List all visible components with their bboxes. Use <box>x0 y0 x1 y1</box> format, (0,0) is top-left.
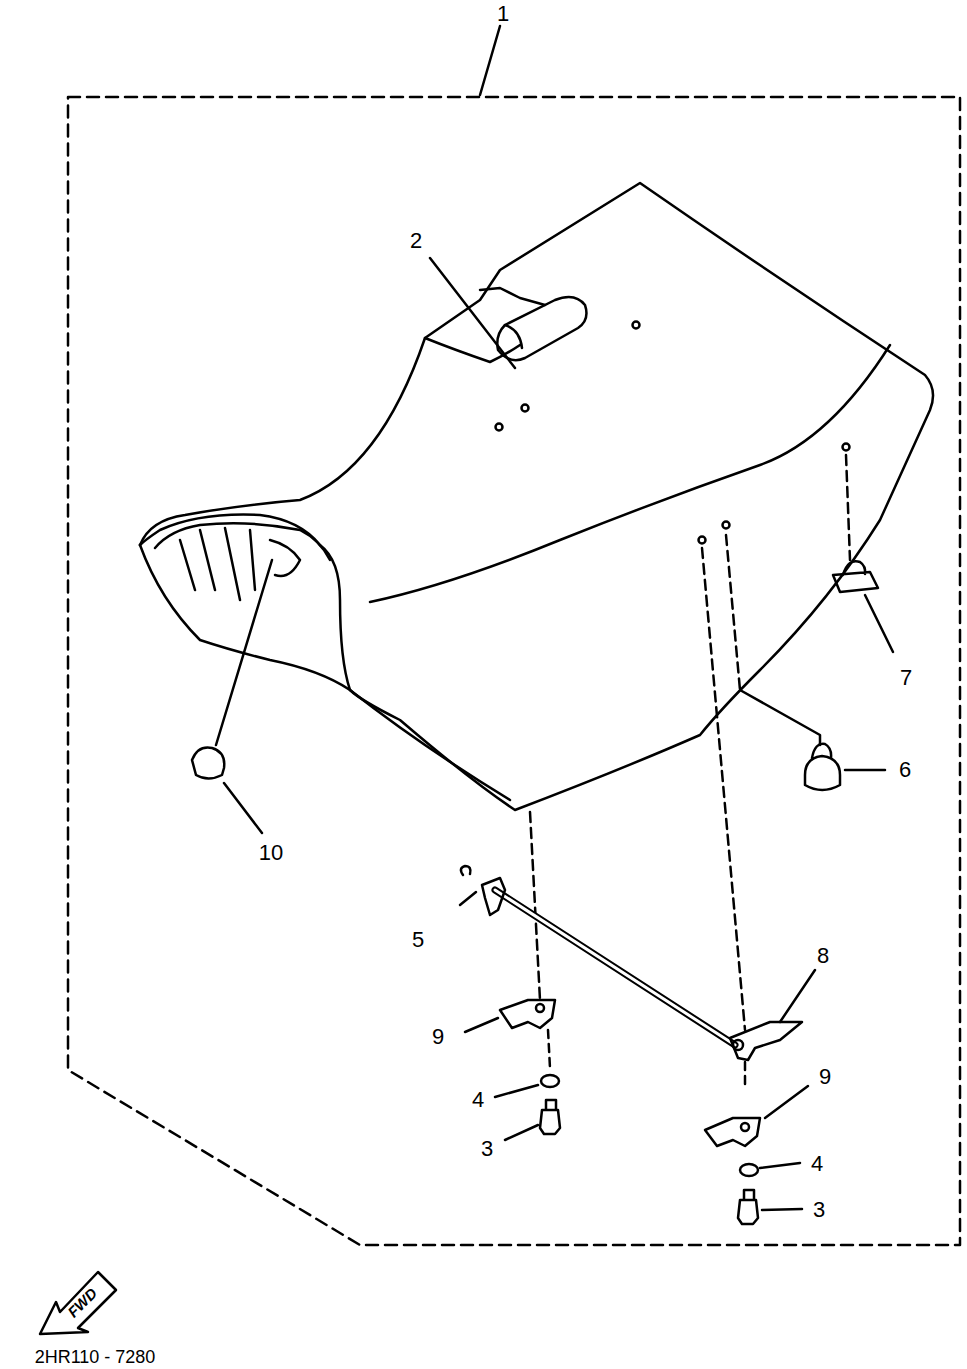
callout-number: 4 <box>472 1089 484 1111</box>
leader-line <box>762 1209 802 1210</box>
callout-number: 1 <box>497 3 509 25</box>
assembly-frame <box>68 97 960 1245</box>
clip-nut <box>833 561 878 592</box>
leader-line <box>216 560 272 745</box>
callout-number: 2 <box>410 230 422 252</box>
leader-line <box>702 548 745 1030</box>
leader-line <box>505 1125 538 1140</box>
leader-line <box>865 595 893 652</box>
leader-line <box>465 1018 498 1032</box>
leader-line <box>846 455 850 560</box>
leader-line <box>530 812 540 1000</box>
bolt <box>540 1100 560 1134</box>
callout-number: 3 <box>481 1138 493 1160</box>
seat <box>140 183 933 810</box>
callout-number: 9 <box>432 1026 444 1048</box>
callout-number: 9 <box>819 1066 831 1088</box>
bolt <box>738 1190 758 1224</box>
leader-line <box>740 690 820 745</box>
bracket <box>500 1000 555 1028</box>
callout-number: 8 <box>817 945 829 967</box>
leader-line <box>765 1086 808 1118</box>
washer <box>541 1075 559 1087</box>
callout-number: 7 <box>900 667 912 689</box>
forward-arrow: FWD <box>36 1262 120 1342</box>
seat-lock-rod <box>482 878 802 1060</box>
leader-line <box>760 1163 800 1168</box>
leader-line <box>780 970 815 1022</box>
callout-number: 4 <box>811 1153 823 1175</box>
leader-line <box>460 892 476 905</box>
damper <box>192 748 224 779</box>
damper <box>805 744 840 790</box>
callout-number: 3 <box>813 1199 825 1221</box>
bracket <box>705 1118 760 1146</box>
leader-line <box>480 26 500 95</box>
leader-line <box>726 535 740 690</box>
callout-number: 5 <box>412 929 424 951</box>
callout-number: 6 <box>899 759 911 781</box>
leader-line <box>224 783 262 833</box>
drawing-code: 2HR110 - 7280 <box>35 1348 156 1366</box>
callout-number: 10 <box>259 842 283 864</box>
spring <box>461 866 471 875</box>
leader-line <box>845 769 885 772</box>
leader-line <box>430 258 515 368</box>
washer <box>740 1164 758 1176</box>
leader-line <box>495 1085 538 1097</box>
